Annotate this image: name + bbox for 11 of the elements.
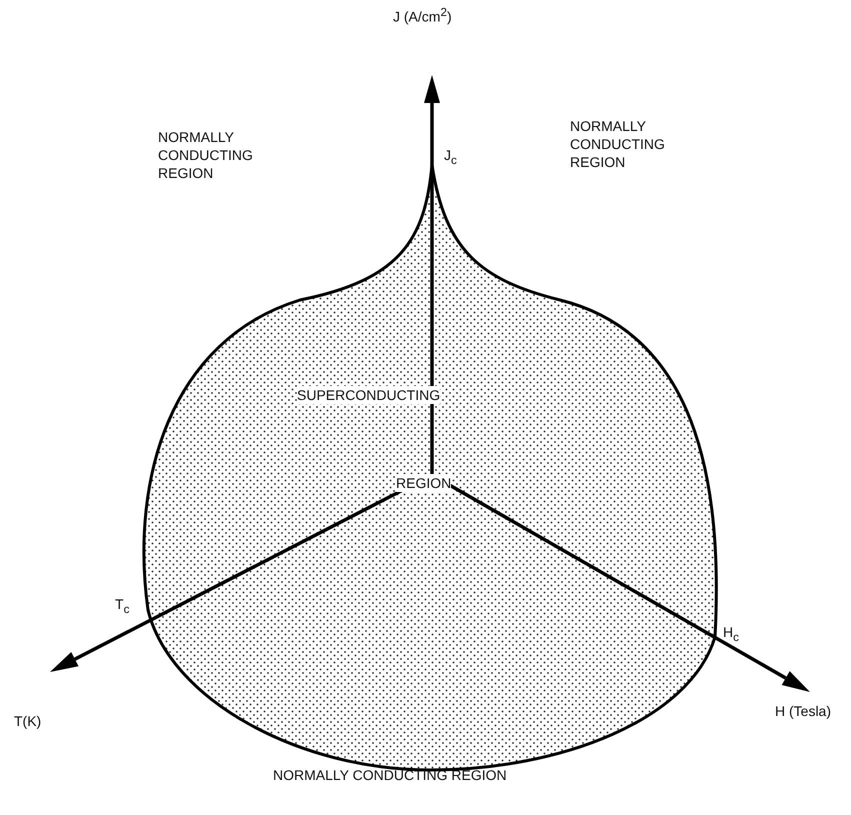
axis-label: J (A/cm$^{2}$) — [393, 5, 452, 26]
point-label: H$_{c}$ — [723, 623, 739, 646]
point-label: J$_{c}$ — [444, 146, 457, 169]
area-label: NORMALLY CONDUCTING REGION — [570, 117, 666, 171]
area-label: NORMALLY CONDUCTING REGION — [273, 766, 507, 784]
region-label: SUPERCONDUCTING — [297, 386, 440, 404]
axis-label: H (Tesla) — [775, 702, 832, 720]
area-label: NORMALLY CONDUCTING REGION — [158, 128, 254, 182]
region-label: REGION — [396, 474, 452, 492]
point-label: T$_{c}$ — [115, 595, 130, 618]
axis-label: T(K) — [14, 712, 42, 730]
